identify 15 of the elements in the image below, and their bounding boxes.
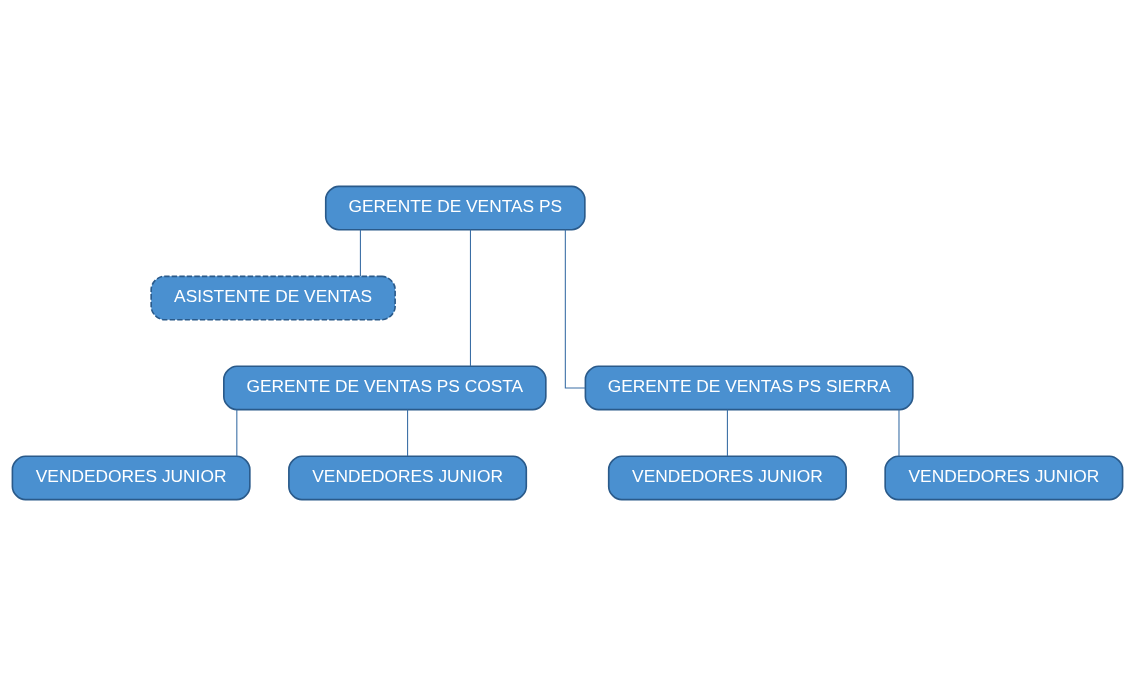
node-box: VENDEDORES JUNIOR — [884, 455, 1124, 501]
connector — [898, 409, 900, 457]
node-box: GERENTE DE VENTAS PS COSTA — [223, 365, 547, 411]
connector — [359, 229, 361, 277]
node-box: VENDEDORES JUNIOR — [11, 455, 251, 501]
connector — [407, 409, 409, 457]
connector — [564, 229, 586, 389]
node-box: GERENTE DE VENTAS PS — [324, 185, 586, 231]
connector — [236, 409, 238, 457]
node-box: VENDEDORES JUNIOR — [607, 455, 847, 501]
node-box: VENDEDORES JUNIOR — [288, 455, 528, 501]
node-box: ASISTENTE DE VENTAS — [150, 275, 396, 321]
connector — [726, 409, 728, 457]
node-box: GERENTE DE VENTAS PS SIERRA — [584, 365, 914, 411]
connector — [469, 229, 471, 367]
